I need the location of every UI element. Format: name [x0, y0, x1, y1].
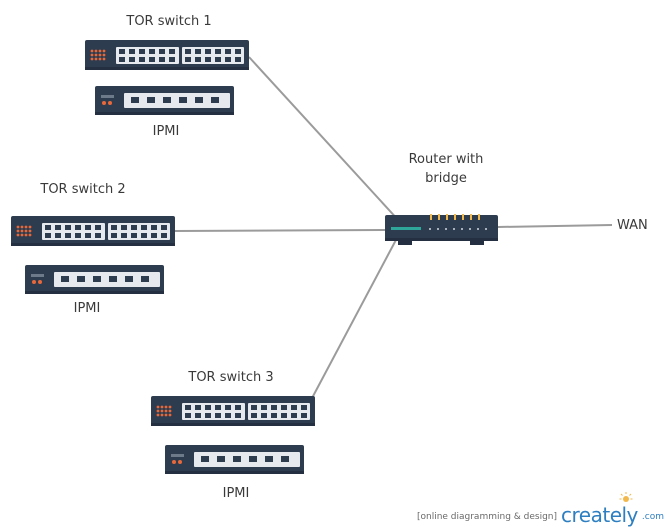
router-label-line1: Router with [408, 152, 484, 167]
wan-label: WAN [617, 218, 648, 233]
link-tor1-router [248, 56, 401, 223]
creately-logo: creately [561, 492, 638, 527]
router-label-line2: bridge [425, 171, 467, 186]
creately-watermark: [online diagramming & design] creately .… [416, 492, 664, 527]
lightbulb-icon [619, 492, 633, 502]
router-device [385, 214, 498, 245]
creately-brand-text: creately [561, 503, 638, 527]
ipmi-3-label: IPMI [222, 486, 250, 501]
tor-switch-3-label: TOR switch 3 [188, 370, 274, 385]
ipmi-box-3 [165, 445, 304, 474]
router-label: Router with bridge [409, 150, 484, 188]
watermark-tagline: [online diagramming & design] [416, 512, 558, 522]
tor-switch-2-label: TOR switch 2 [40, 182, 126, 197]
tor-switch-2 [11, 216, 175, 246]
link-router-wan [497, 224, 613, 228]
ipmi-box-2 [25, 265, 164, 294]
ipmi-1-label: IPMI [152, 124, 180, 139]
tor-switch-1 [85, 40, 249, 70]
ipmi-2-label: IPMI [73, 301, 101, 316]
link-tor3-router [310, 237, 398, 401]
tor-switch-1-label: TOR switch 1 [126, 14, 212, 29]
ipmi-box-1 [95, 86, 234, 115]
watermark-tld: .com [641, 512, 664, 522]
link-tor2-router [174, 229, 389, 232]
tor-switch-3 [151, 396, 315, 426]
